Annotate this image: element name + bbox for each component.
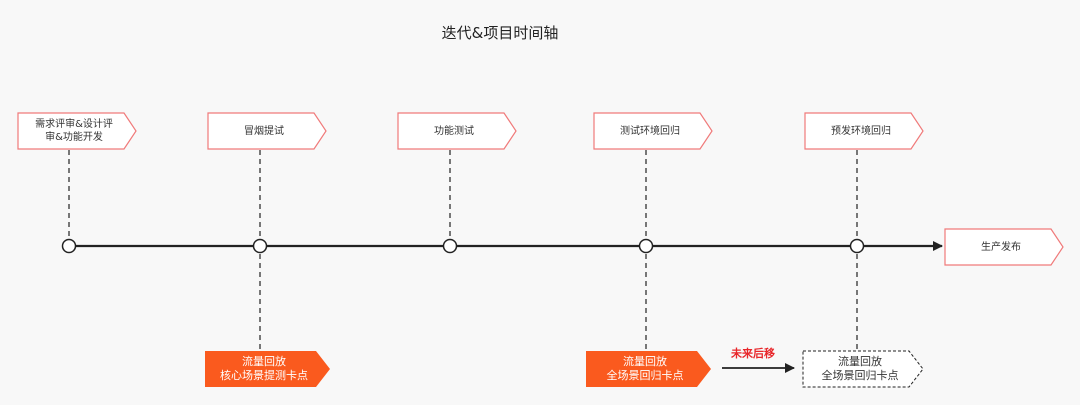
gate-shape-3	[802, 350, 924, 388]
milestone-4	[638, 238, 654, 254]
milestone-1	[61, 238, 77, 254]
bottom-connectors	[259, 254, 858, 350]
stage-label-2: 冒烟提试	[244, 125, 284, 137]
milestone-3	[442, 238, 458, 254]
gate-shape-2	[586, 351, 711, 387]
stage-shape-5	[804, 112, 924, 150]
stage-shapes	[17, 112, 1064, 266]
gate-label-1: 流量回放 核心场景提测卡点	[220, 355, 308, 382]
gate-label-2: 流量回放 全场景回归卡点	[606, 355, 684, 382]
release-label: 生产发布	[981, 241, 1021, 253]
stage-shape-3	[397, 112, 517, 150]
milestones	[61, 238, 865, 254]
stage-label-5: 预发环境回归	[831, 125, 891, 137]
stage-label-1: 需求评审&设计评 审&功能开发	[35, 119, 113, 143]
gate-shape-1	[205, 351, 330, 387]
gate-label-3: 流量回放 全场景回归卡点	[821, 355, 899, 382]
stage-label-3: 功能测试	[434, 125, 474, 137]
stage-shape-4	[593, 112, 713, 150]
release-shape	[944, 228, 1064, 266]
top-connectors	[68, 150, 858, 238]
stage-shape-1	[17, 112, 137, 150]
milestone-2	[252, 238, 268, 254]
stage-shape-2	[207, 112, 327, 150]
shift-label: 未来后移	[731, 347, 775, 360]
page-title: 迭代&项目时间轴	[441, 24, 559, 42]
stage-label-4: 测试环境回归	[620, 125, 680, 137]
milestone-5	[849, 238, 865, 254]
